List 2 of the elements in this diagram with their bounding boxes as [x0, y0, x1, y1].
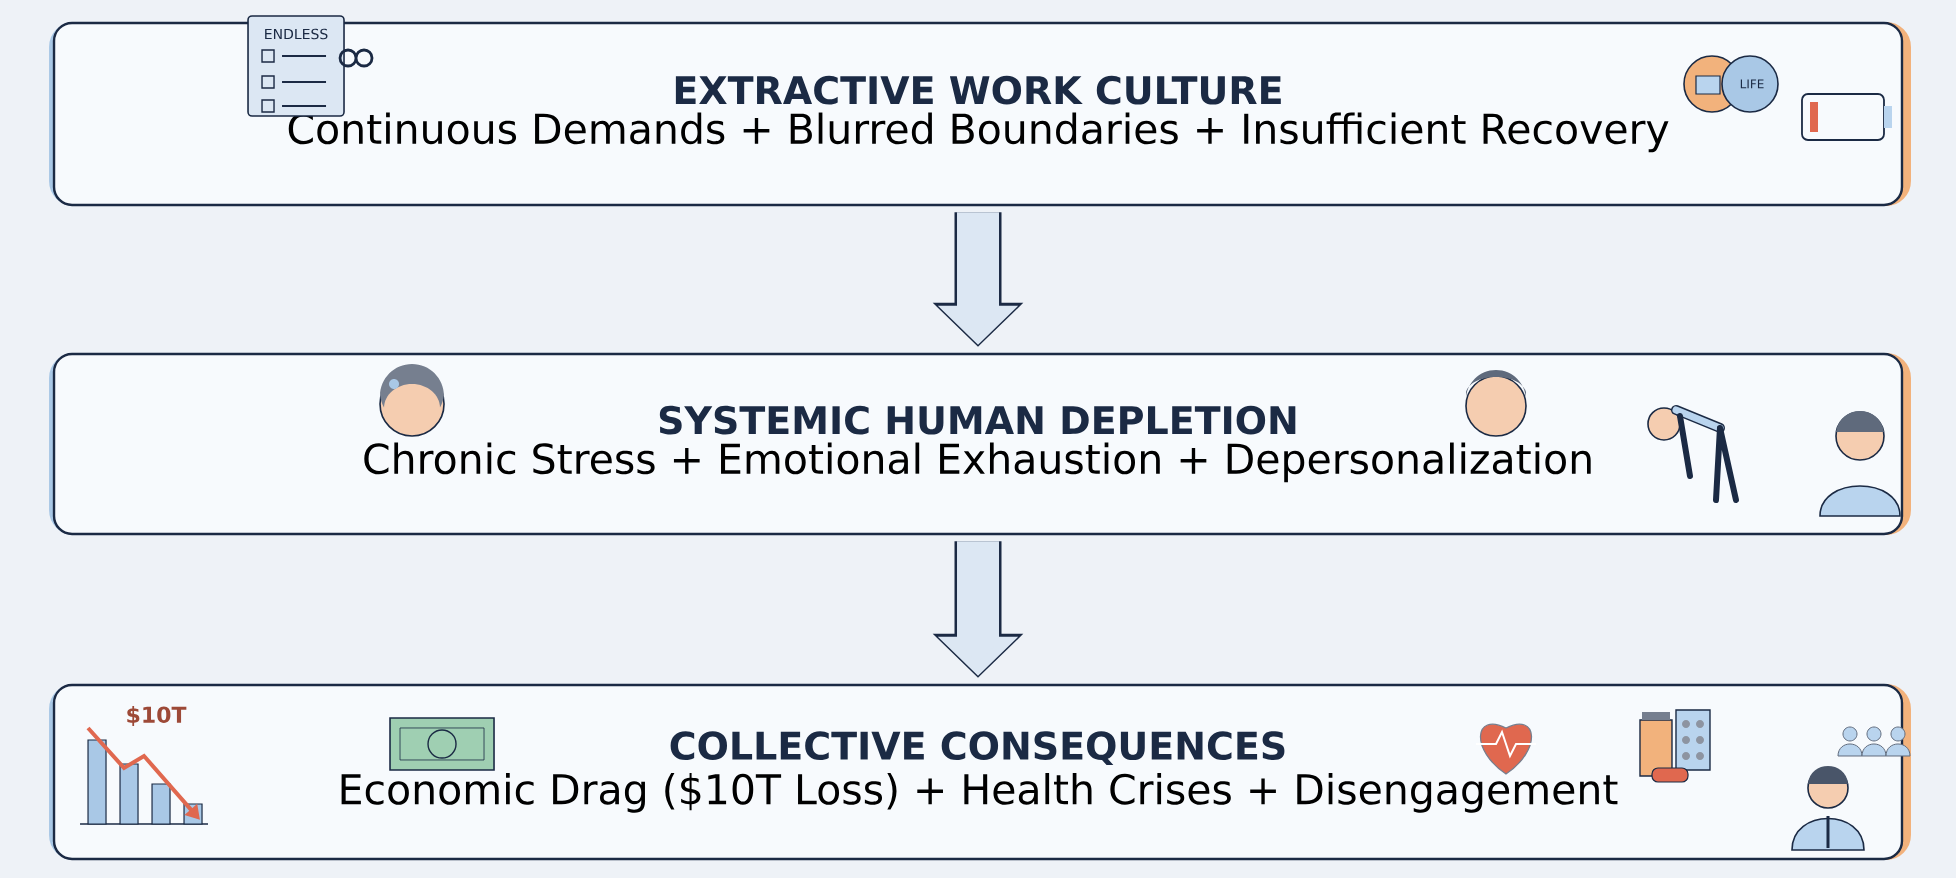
stage-box: SYSTEMIC HUMAN DEPLETION Chronic Stress + Emotional Exhaustion + Depersonalization — [52, 352, 1904, 536]
icon-label: $10T — [127, 706, 187, 726]
